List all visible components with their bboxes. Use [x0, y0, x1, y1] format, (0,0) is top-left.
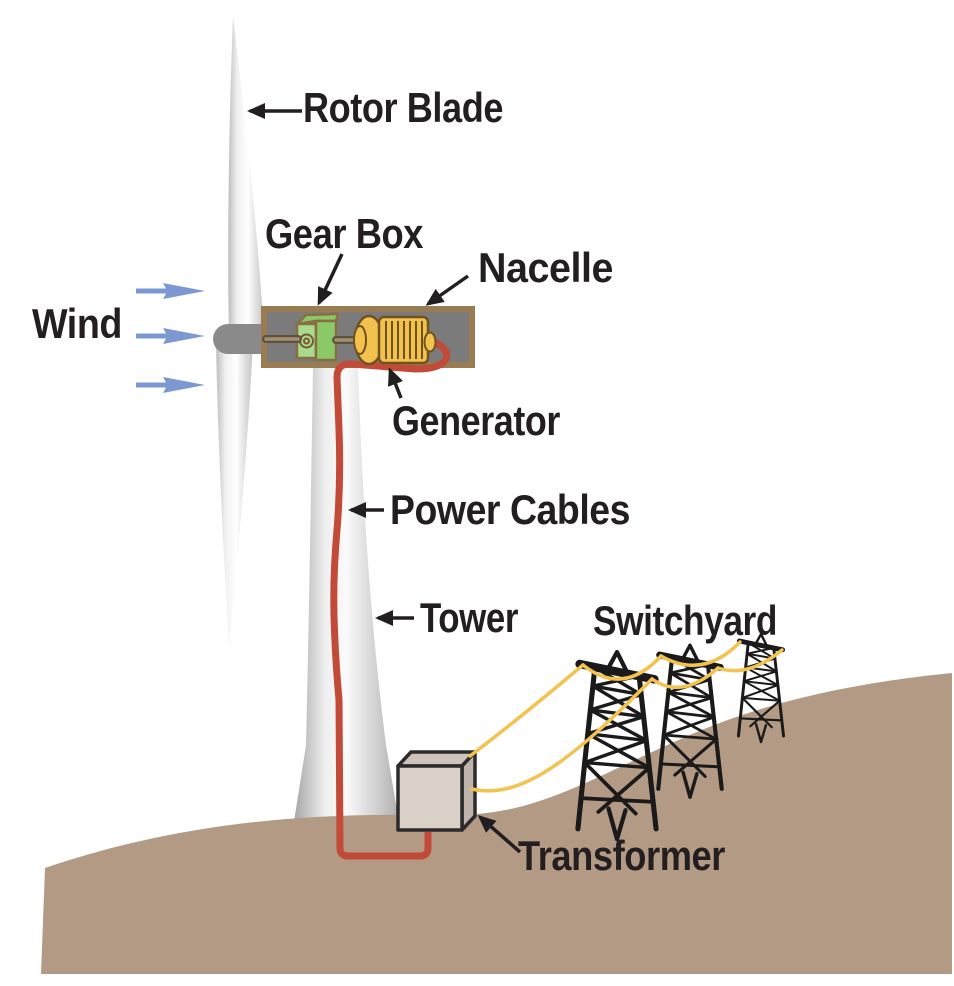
rotor-blade-lower — [216, 342, 253, 648]
transformer-arrow — [477, 815, 522, 854]
gear-box-arrow — [317, 253, 344, 306]
gear-box — [295, 312, 340, 362]
gear-box-top-face — [295, 312, 340, 326]
wind-arrow-bottom — [136, 377, 205, 393]
nacelle-arrow — [425, 274, 470, 306]
wire-pylon1-to-pylon2-upper — [581, 654, 663, 681]
transformer-label: Transformer — [518, 832, 725, 879]
generator-ribs — [385, 321, 423, 359]
power-cable — [330, 337, 451, 860]
tower — [293, 366, 400, 828]
wind-label: Wind — [32, 300, 122, 347]
rotor-blade-label: Rotor Blade — [303, 84, 503, 131]
wind-arrow-top — [136, 283, 205, 299]
nacelle-label: Nacelle — [478, 244, 613, 291]
labels: Rotor Blade Wind Gear Box Nacelle Genera… — [32, 84, 778, 879]
rotor-hub — [213, 324, 270, 354]
power-cables-label: Power Cables — [390, 486, 630, 533]
wire-transformer-to-pylon1 — [468, 663, 585, 758]
generator — [353, 314, 437, 366]
ground-hill — [41, 673, 952, 974]
generator-label: Generator — [392, 397, 560, 444]
wind-arrow-middle — [136, 328, 205, 344]
transformer-front-face — [396, 764, 464, 832]
wire-pylon2-to-pylon3-lower — [716, 648, 784, 673]
gear-swirl-inner — [303, 337, 310, 345]
wind-arrows — [136, 283, 205, 393]
rotor-blade-upper — [228, 16, 264, 335]
switchyard-wires — [468, 640, 784, 793]
generator-bell-inner — [353, 325, 367, 355]
transformer-box — [396, 750, 477, 832]
generator-shaft-nub — [423, 331, 437, 353]
tower-label: Tower — [420, 594, 518, 641]
wire-transformer-to-pylon1-low — [470, 677, 654, 793]
wire-pylon2-to-pylon3-upper — [659, 640, 742, 668]
switchyard-label: Switchyard — [593, 597, 777, 644]
wire-pylon1-to-pylon2-lower — [650, 666, 720, 689]
gear-box-label: Gear Box — [265, 210, 424, 257]
generator-arrow — [388, 367, 403, 399]
